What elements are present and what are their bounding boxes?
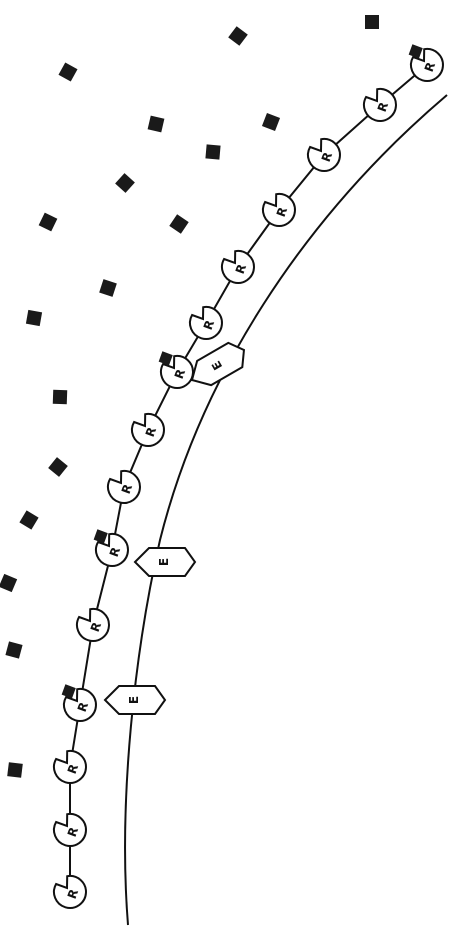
receptor: R: [54, 876, 86, 908]
ligand-square-icon: [262, 113, 280, 131]
ligand-square-icon: [5, 641, 22, 658]
ligand-square-icon: [169, 214, 188, 233]
ligand-square-icon: [26, 310, 42, 326]
receptor: R: [222, 251, 254, 283]
enzyme: E: [105, 686, 165, 714]
receptor: R: [308, 139, 340, 171]
ligand-square-icon: [53, 390, 67, 404]
bound-ligand: [409, 44, 423, 58]
receptor: R: [54, 751, 86, 783]
receptor: R: [263, 194, 295, 226]
ligand-square-icon: [365, 15, 379, 29]
enzyme-label: E: [127, 696, 141, 704]
enzyme: E: [135, 548, 195, 576]
receptor: R: [364, 89, 396, 121]
ligand-square-icon: [228, 26, 248, 46]
receptor: R: [108, 471, 140, 503]
ligand-square-icon: [7, 762, 23, 778]
ligand-square-icon: [0, 574, 17, 592]
ligand-square-icon: [39, 213, 58, 232]
receptor: R: [159, 351, 193, 388]
bound-ligand: [94, 529, 108, 543]
receptor: R: [77, 609, 109, 641]
free-ligands-group: [0, 15, 379, 778]
bound-ligand: [62, 684, 76, 698]
receptor: R: [132, 414, 164, 446]
receptor: R: [94, 529, 128, 566]
receptor: R: [409, 44, 443, 81]
ligand-square-icon: [19, 510, 38, 529]
enzyme-label: E: [157, 558, 171, 566]
ligand-square-icon: [99, 279, 117, 297]
enzymes-group: EEE: [105, 338, 251, 714]
receptor: R: [190, 307, 222, 339]
receptor: R: [54, 814, 86, 846]
ligand-square-icon: [48, 457, 68, 477]
ligand-square-icon: [58, 62, 77, 81]
ligand-square-icon: [115, 173, 135, 193]
ligand-square-icon: [205, 144, 220, 159]
ligand-square-icon: [148, 116, 165, 133]
receptor: R: [62, 684, 96, 721]
bound-ligand: [159, 351, 173, 365]
